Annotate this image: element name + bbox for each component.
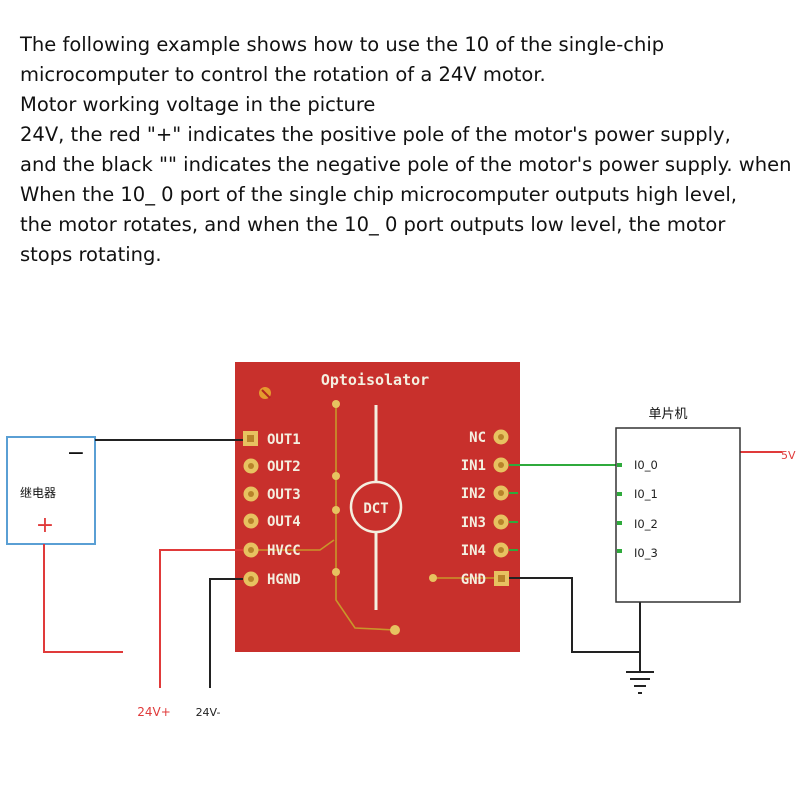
wire-relay-plus — [43, 544, 123, 653]
wire-hvcc-24v-plus — [159, 549, 243, 688]
relay-block: − 继电器 + — [6, 436, 96, 545]
pin-label-out2: OUT2 — [267, 459, 301, 475]
power-positive-label: 24V+ — [137, 705, 171, 719]
pin-label-out1: OUT1 — [267, 432, 301, 448]
board-led-mark — [261, 389, 271, 399]
relay-outline — [6, 436, 96, 545]
board-title: Optoisolator — [321, 371, 429, 389]
description-line: the motor rotates, and when the 10_ 0 po… — [20, 213, 726, 236]
description-line: 24V, the red "+" indicates the positive … — [20, 123, 731, 146]
pin-label-gnd: GND — [461, 572, 486, 588]
optocoupler-outline — [349, 480, 403, 534]
pin-label-in4: IN4 — [461, 543, 486, 559]
wire-gnd — [509, 577, 640, 653]
right-pin-labels: NC IN1 IN2 IN3 IN4 GND — [461, 430, 486, 588]
board-vias — [332, 400, 437, 635]
pin-label-out4: OUT4 — [267, 514, 301, 530]
relay-plus-sign: + — [36, 513, 54, 538]
description-line: stops rotating. — [20, 243, 162, 266]
description-line: Motor working voltage in the picture — [20, 93, 376, 116]
ground-icon — [626, 671, 654, 694]
relay-minus-sign: − — [67, 441, 85, 466]
mcu-port-io2: I0_2 — [634, 517, 658, 531]
description-text: The following example shows how to use t… — [20, 30, 795, 270]
description-line: The following example shows how to use t… — [20, 33, 665, 56]
pin-label-in3: IN3 — [461, 515, 486, 531]
description-line: microcomputer to control the rotation of… — [20, 63, 546, 86]
description-line: When the 10_ 0 port of the single chip m… — [20, 183, 737, 206]
optoisolator-board: Optoisolator DCT — [235, 362, 520, 652]
relay-label: 继电器 — [20, 486, 56, 500]
pin-label-nc: NC — [469, 430, 486, 446]
mcu-title: 单片机 — [648, 407, 687, 422]
pin-label-in2: IN2 — [461, 486, 486, 502]
mcu-port-io0: I0_0 — [634, 458, 658, 472]
pin-label-hvcc: HVCC — [267, 543, 301, 559]
mcu-port-markers — [617, 463, 622, 553]
mcu-port-io3: I0_3 — [634, 546, 658, 560]
pin-label-out3: OUT3 — [267, 487, 301, 503]
wire-hgnd-24v-minus — [209, 578, 243, 688]
mcu-block: 单片机 I0_0 I0_1 I0_2 I0_3 5V — [615, 407, 796, 603]
left-pin-pads — [243, 431, 259, 587]
mcu-port-labels: I0_0 I0_1 I0_2 I0_3 — [634, 458, 658, 560]
mcu-outline — [615, 427, 741, 603]
left-pin-labels: OUT1 OUT2 OUT3 OUT4 HVCC HGND — [267, 432, 301, 588]
pin-label-in1: IN1 — [461, 458, 486, 474]
right-pin-pads — [493, 429, 509, 586]
mcu-port-io1: I0_1 — [634, 487, 658, 501]
description-line: and the black "" indicates the negative … — [20, 153, 792, 176]
wire-stubs — [509, 492, 518, 551]
mcu-supply-label: 5V — [781, 449, 796, 462]
power-negative-label: 24V- — [196, 706, 221, 719]
board-traces — [252, 404, 496, 631]
optocoupler-label: DCT — [363, 501, 388, 517]
pin-label-hgnd: HGND — [267, 572, 301, 588]
wires — [43, 439, 782, 688]
